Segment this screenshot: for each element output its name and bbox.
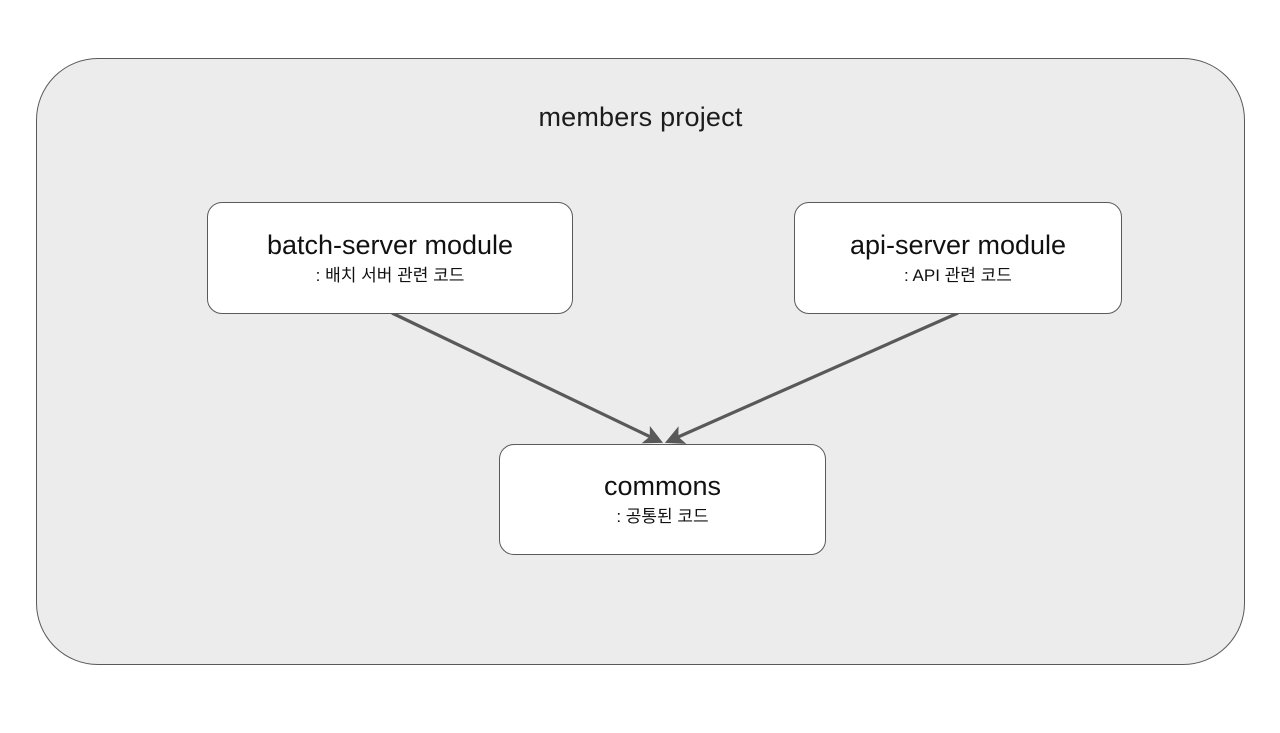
node-api-server-subtitle: : API 관련 코드 (904, 265, 1012, 285)
node-api-server[interactable]: api-server module : API 관련 코드 (794, 202, 1122, 314)
node-api-server-title: api-server module (849, 229, 1067, 260)
project-title: members project (538, 102, 743, 132)
node-batch-server[interactable]: batch-server module : 배치 서버 관련 코드 (207, 202, 573, 314)
project-container: members project (36, 58, 1245, 665)
node-commons[interactable]: commons : 공통된 코드 (499, 444, 826, 555)
node-batch-server-subtitle: : 배치 서버 관련 코드 (315, 265, 465, 285)
node-batch-server-title: batch-server module (266, 229, 514, 260)
node-commons-title: commons (603, 471, 722, 502)
node-commons-subtitle: : 공통된 코드 (616, 507, 709, 527)
